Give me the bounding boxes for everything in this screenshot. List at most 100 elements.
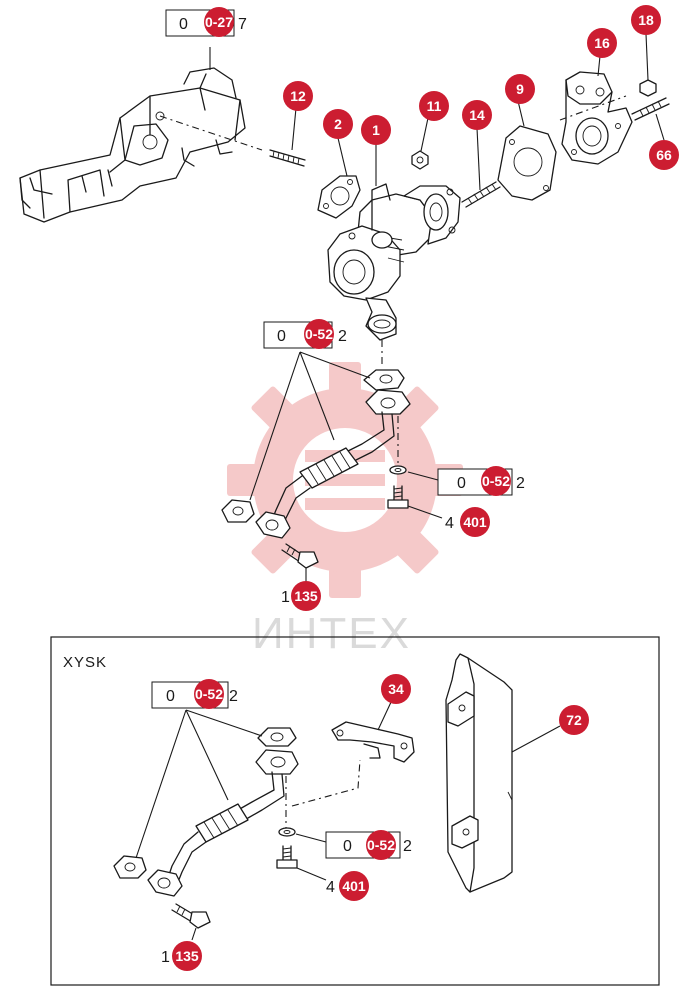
badge-part-72[interactable]: 72: [559, 705, 589, 735]
svg-text:66: 66: [656, 147, 672, 163]
bolt-upper: [387, 485, 409, 509]
leader-18: [645, 33, 649, 81]
stud-12: [269, 149, 306, 167]
washer-upper-leader: [407, 471, 439, 481]
leader-72: [511, 725, 561, 753]
leader-12: [291, 107, 297, 151]
svg-text:135: 135: [175, 948, 199, 964]
svg-text:18: 18: [638, 12, 654, 28]
svg-text:1: 1: [372, 122, 380, 138]
banjo-bolt-inset: [171, 903, 211, 929]
banjo-upper-lead: 1: [281, 589, 290, 606]
exhaust-manifold: [19, 67, 246, 223]
bolt-inset-lead: 4: [326, 879, 335, 896]
manifold-ref-tail: 7: [238, 16, 247, 33]
gasket-2: [317, 175, 361, 219]
outlet-centerline: [559, 95, 627, 121]
washer-upper: [389, 465, 407, 475]
banjo-inset-leader: [191, 927, 197, 941]
svg-text:135: 135: [294, 588, 318, 604]
bolt-inset: [276, 845, 298, 869]
leader-11: [420, 117, 429, 152]
leader-34: [377, 699, 393, 731]
banjo-inset-lead: 1: [161, 949, 170, 966]
badge-part-1[interactable]: 1: [361, 115, 391, 145]
bracket-34: [331, 721, 415, 763]
leader-16: [597, 55, 601, 77]
badge-part-16[interactable]: 16: [587, 28, 617, 58]
svg-text:72: 72: [566, 712, 582, 728]
svg-text:0-52: 0-52: [482, 473, 510, 489]
oil-tube-inset: [113, 727, 299, 897]
manifold-ref-badge[interactable]: 0-27: [204, 7, 234, 37]
upper-tube-leaders: [249, 351, 371, 501]
svg-text:14: 14: [469, 107, 485, 123]
leader-2: [337, 137, 348, 177]
svg-text:12: 12: [290, 88, 306, 104]
washer-inset-leader: [295, 833, 327, 843]
nut-11: [411, 150, 429, 170]
svg-text:2: 2: [334, 116, 342, 132]
inset-label: XYSK: [63, 654, 107, 671]
watermark-gear-icon: [227, 362, 463, 598]
badge-banjo-inset[interactable]: 135: [172, 941, 202, 971]
inset-tube-ref-tail: 2: [229, 688, 238, 705]
badge-bolt-upper[interactable]: 401: [460, 507, 490, 537]
watermark-text: ИНТЕХ: [252, 609, 411, 658]
svg-text:0-52: 0-52: [367, 837, 395, 853]
svg-text:401: 401: [342, 878, 366, 894]
badge-part-11[interactable]: 11: [419, 91, 449, 121]
svg-text:0-27: 0-27: [205, 14, 233, 30]
upper-washer-ref-lead: 0: [457, 475, 466, 492]
stud-14: [461, 181, 501, 208]
upper-tube-ref-tail: 2: [338, 328, 347, 345]
outlet-elbow-16: [561, 71, 633, 165]
heat-shield-72: [445, 653, 513, 893]
badge-part-34[interactable]: 34: [381, 674, 411, 704]
inset-washer-ref-lead: 0: [343, 838, 352, 855]
upper-tube-ref-lead: 0: [277, 328, 286, 345]
svg-text:16: 16: [594, 35, 610, 51]
watermark: ИНТЕХ: [227, 362, 463, 658]
bolt-upper-leader: [407, 505, 443, 519]
badge-part-9[interactable]: 9: [505, 74, 535, 104]
bolt-upper-lead: 4: [445, 515, 454, 532]
badge-part-18[interactable]: 18: [631, 5, 661, 35]
badge-part-12[interactable]: 12: [283, 81, 313, 111]
badge-part-14[interactable]: 14: [462, 100, 492, 130]
svg-text:401: 401: [463, 514, 487, 530]
leader-9: [517, 100, 525, 127]
oil-tube-upper: [221, 369, 411, 539]
upper-washer-ref-badge[interactable]: 0-52: [481, 466, 511, 496]
inset-washer-ref-badge[interactable]: 0-52: [366, 830, 396, 860]
inset-tube-ref-badge[interactable]: 0-52: [194, 679, 224, 709]
upper-tube-ref-badge[interactable]: 0-52: [304, 319, 334, 349]
manifold-ref-lead: 0: [179, 16, 188, 33]
leader-14: [476, 127, 481, 191]
manifold-centerline: [159, 115, 263, 151]
inset-washer-ref-tail: 2: [403, 838, 412, 855]
svg-text:0-52: 0-52: [195, 686, 223, 702]
bolt-inset-leader: [296, 867, 327, 881]
svg-text:34: 34: [388, 681, 404, 697]
svg-text:9: 9: [516, 81, 524, 97]
badge-bolt-inset[interactable]: 401: [339, 871, 369, 901]
inset-bracket-centerline: [291, 759, 361, 807]
badge-part-2[interactable]: 2: [323, 109, 353, 139]
inset-tube-leaders: [135, 709, 263, 859]
gasket-9: [497, 125, 557, 201]
badge-part-66[interactable]: 66: [649, 140, 679, 170]
banjo-bolt-upper: [281, 543, 319, 569]
turbocharger: [327, 183, 461, 341]
leader-66: [655, 113, 665, 141]
upper-washer-ref-tail: 2: [516, 475, 525, 492]
svg-text:11: 11: [427, 98, 442, 114]
stud-66: [631, 97, 670, 121]
inset-frame: [50, 636, 660, 986]
washer-inset: [278, 827, 296, 837]
nut-18: [639, 79, 657, 97]
badge-banjo-upper[interactable]: 135: [291, 581, 321, 611]
inset-tube-ref-lead: 0: [166, 688, 175, 705]
svg-text:0-52: 0-52: [305, 326, 333, 342]
